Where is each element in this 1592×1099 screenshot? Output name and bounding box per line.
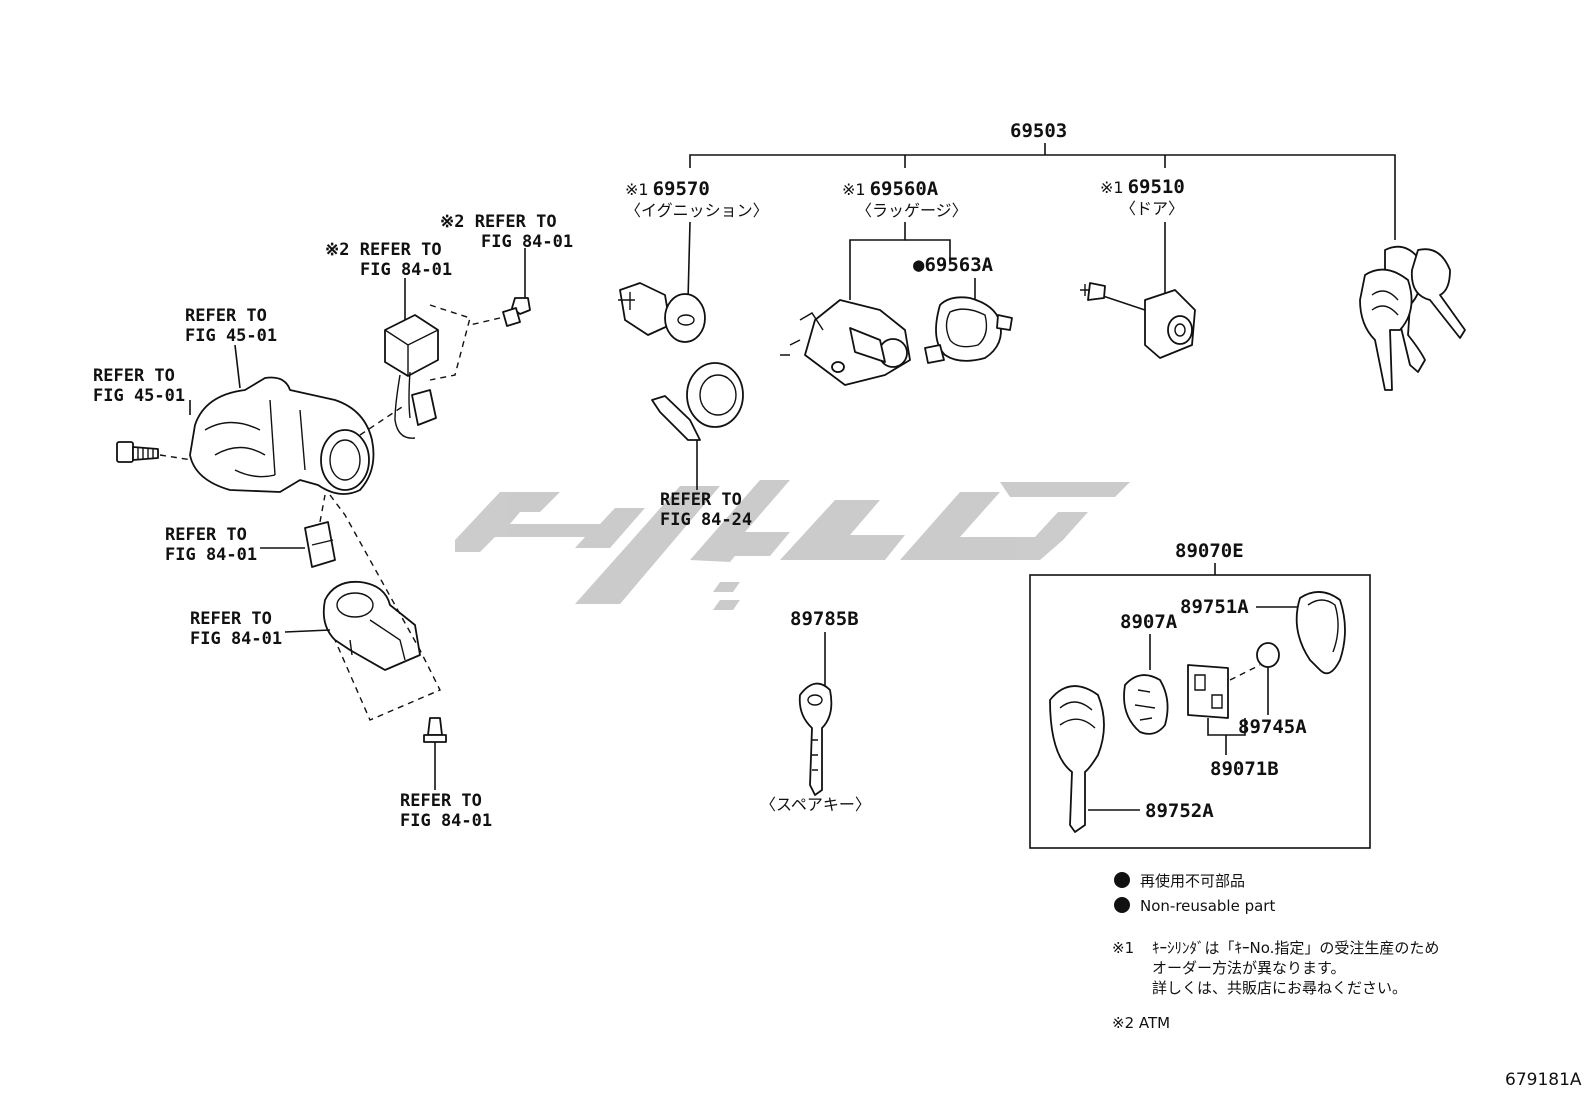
ignition-housing-assembly	[116, 297, 531, 790]
part-name-89785B: 〈スペアキー〉	[760, 795, 871, 814]
svg-text:REFER TO: REFER TO	[660, 490, 742, 510]
part-number-8907A: 8907A	[1120, 611, 1178, 633]
spare-key-icon	[798, 682, 833, 796]
svg-text:REFER TO: REFER TO	[190, 609, 272, 629]
svg-text:REFER TO: REFER TO	[93, 366, 175, 386]
svg-text:FIG 84-01: FIG 84-01	[400, 811, 492, 831]
key-interlock-solenoid-icon	[384, 314, 439, 439]
luggage-cylinder-icon	[780, 299, 911, 386]
part-number-89752A: 89752A	[1145, 800, 1214, 822]
keys-icon	[1359, 245, 1466, 391]
key-kit-box	[1029, 574, 1371, 849]
part-number-89745A: 89745A	[1238, 716, 1307, 738]
svg-text:※2 REFER TO: ※2 REFER TO	[325, 240, 442, 260]
ref-label-7: REFER TO FIG 84-01	[400, 791, 492, 831]
connector-icon	[304, 521, 336, 568]
svg-text:FIG 84-01: FIG 84-01	[165, 545, 257, 565]
note-1-line-1: ｷｰｼﾘﾝﾀﾞは「ｷｰNo.指定」の受注生産のため	[1152, 939, 1439, 957]
ignition-switch-icon	[322, 580, 421, 671]
part-number-69510: 69510	[1128, 176, 1185, 198]
part-name-69510: 〈ドア〉	[1120, 199, 1184, 218]
part-name-69560A: 〈ラッゲージ〉	[856, 201, 968, 220]
key-cover-icon	[1295, 591, 1346, 675]
svg-text:FIG 84-01: FIG 84-01	[481, 232, 573, 252]
bullet-icon	[1114, 872, 1130, 888]
door-cylinder-icon	[1080, 282, 1196, 359]
mark-69570: ※1	[625, 180, 649, 199]
part-number-89751A: 89751A	[1180, 596, 1249, 618]
svg-text:FIG 45-01: FIG 45-01	[185, 326, 277, 346]
svg-text:REFER TO: REFER TO	[165, 525, 247, 545]
part-number-69570: 69570	[653, 178, 710, 200]
note-2: ※2 ATM	[1112, 1014, 1170, 1032]
bullet-icon	[1114, 897, 1130, 913]
svg-text:FIG 84-01: FIG 84-01	[360, 260, 452, 280]
ref-label-4: REFER TO FIG 45-01	[93, 366, 185, 406]
ref-label-2: ※2 REFER TO FIG 84-01	[325, 240, 452, 280]
part-number-89785B: 89785B	[790, 608, 859, 630]
part-name-69570: 〈イグニッション〉	[625, 201, 769, 220]
part-number-69563A: ●69563A	[913, 254, 994, 276]
part-number-89070E: 89070E	[1175, 540, 1244, 562]
part-number-69560A: 69560A	[870, 178, 939, 200]
svg-text:FIG 84-01: FIG 84-01	[190, 629, 282, 649]
luggage-gasket-icon	[924, 296, 1013, 364]
ref-label-8: REFER TO FIG 84-24	[660, 490, 752, 530]
part-number-89071B: 89071B	[1210, 758, 1279, 780]
legend-jp: 再使用不可部品	[1140, 872, 1245, 890]
watermark-logo	[455, 480, 1130, 610]
screw-bottom-icon	[423, 717, 447, 743]
ref-label-3: REFER TO FIG 45-01	[185, 306, 277, 346]
circuit-board-icon	[1187, 664, 1229, 719]
note-1-line-2: オーダー方法が異なります。	[1152, 959, 1346, 977]
assembly-number: 69503	[1010, 120, 1067, 142]
ref-label-1: ※2 REFER TO FIG 84-01	[440, 212, 573, 252]
key-cylinder-ring-icon	[651, 362, 744, 441]
mark-69560A: ※1	[842, 180, 866, 199]
ignition-cylinder-icon	[618, 282, 706, 343]
battery-icon	[1256, 642, 1280, 668]
mark-69510: ※1	[1100, 178, 1124, 197]
svg-text:REFER TO: REFER TO	[400, 791, 482, 811]
screw-top-icon	[502, 297, 531, 327]
svg-text:REFER TO: REFER TO	[185, 306, 267, 326]
legend-en: Non-reusable part	[1140, 897, 1275, 915]
ref-label-5: REFER TO FIG 84-01	[165, 525, 257, 565]
note-1-line-3: 詳しくは、共販店にお尋ねください。	[1152, 979, 1407, 997]
bolt-left-icon	[116, 441, 159, 463]
svg-text:※2 REFER TO: ※2 REFER TO	[440, 212, 557, 232]
key-rubber-icon	[1123, 674, 1169, 735]
ref-label-6: REFER TO FIG 84-01	[190, 609, 282, 649]
svg-text:FIG 45-01: FIG 45-01	[93, 386, 185, 406]
key-blade-icon	[1049, 685, 1105, 833]
svg-text:FIG 84-24: FIG 84-24	[660, 510, 752, 530]
diagram-id: 679181A	[1505, 1070, 1582, 1090]
note-1-mark: ※1	[1112, 939, 1134, 957]
